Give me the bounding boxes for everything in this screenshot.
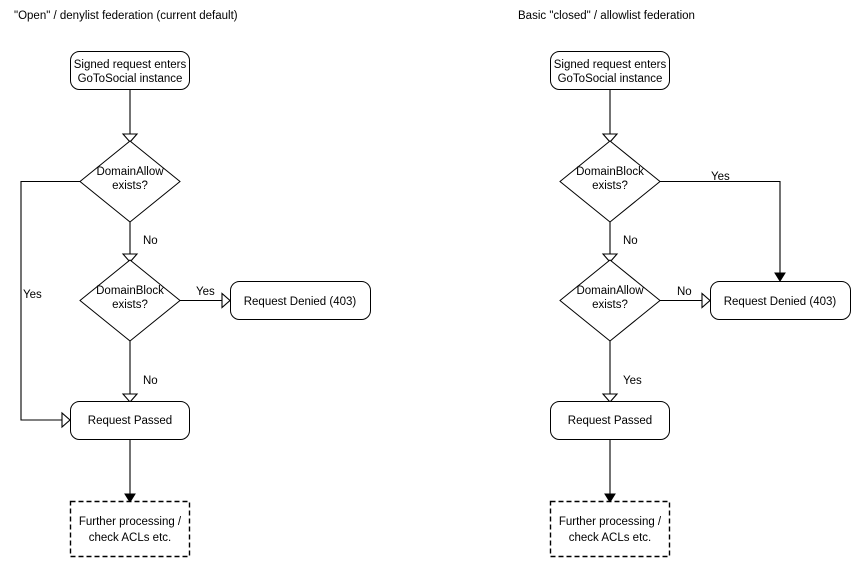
denylist-edge-domainallow-yes: Yes (20, 180, 80, 429)
denylist-request-denied-label: Request Denied (403) (244, 296, 357, 308)
allowlist-further-processing-node[interactable]: Further processing / check ACLs etc. (549, 500, 671, 558)
denylist-domainblock-yes-label: Yes (196, 286, 215, 298)
arrowhead-open-icon (121, 393, 139, 403)
allowlist-edge-domainallow-yes: Yes (601, 341, 642, 403)
denylist-further-processing-node[interactable]: Further processing / check ACLs etc. (69, 500, 191, 558)
allowlist-request-passed-node[interactable]: Request Passed (550, 401, 670, 440)
denylist-further-processing-label-line2: check ACLs etc. (89, 532, 171, 544)
allowlist-diagram-title: Basic "closed" / allowlist federation (518, 10, 695, 22)
denylist-edge-passed-to-further (124, 440, 136, 503)
allowlist-domainallow-label-line2: exists? (592, 299, 628, 311)
denylist-edge-domainblock-no: No (121, 341, 158, 403)
allowlist-domainallow-yes-label: Yes (623, 375, 642, 387)
allowlist-start-node[interactable]: Signed request enters GoToSocial instanc… (550, 51, 670, 90)
allowlist-domainblock-label-line2: exists? (592, 180, 628, 192)
denylist-start-label-line2: GoToSocial instance (78, 73, 183, 85)
allowlist-domainblock-no-label: No (623, 235, 638, 247)
allowlist-request-passed-label: Request Passed (568, 415, 652, 427)
arrowhead-open-icon (121, 253, 139, 263)
denylist-edge-domainallow-no: No (121, 222, 158, 263)
denylist-request-passed-shape (70, 401, 190, 440)
arrowhead-open-icon (61, 411, 71, 429)
allowlist-edge-start-to-domainblock (601, 89, 619, 143)
denylist-further-processing-shape (69, 500, 191, 558)
allowlist-decision-domainallow[interactable]: DomainAllow exists? (559, 259, 661, 342)
allowlist-start-label-line2: GoToSocial instance (558, 73, 663, 85)
arrowhead-filled-icon (774, 272, 786, 282)
allowlist-domainallow-no-label: No (677, 286, 692, 298)
allowlist-request-denied-label: Request Denied (403) (724, 296, 837, 308)
denylist-request-passed-node[interactable]: Request Passed (70, 401, 190, 440)
allowlist-domainblock-yes-label: Yes (711, 171, 730, 183)
denylist-edge-domainblock-yes: Yes (180, 286, 231, 309)
denylist-further-processing-label-line1: Further processing / (79, 516, 182, 528)
denylist-start-label-line1: Signed request enters (74, 59, 187, 71)
denylist-request-denied-shape (230, 281, 371, 320)
allowlist-domainallow-label-line1: DomainAllow (576, 285, 644, 297)
denylist-domainallow-label-line2: exists? (112, 180, 148, 192)
arrowhead-open-icon (121, 133, 139, 143)
allowlist-request-denied-node[interactable]: Request Denied (403) (710, 281, 851, 320)
arrowhead-filled-icon (604, 493, 616, 503)
allowlist-edge-domainallow-no: No (660, 286, 711, 309)
denylist-start-node[interactable]: Signed request enters GoToSocial instanc… (70, 51, 190, 90)
allowlist-domainblock-label-line1: DomainBlock (576, 166, 644, 178)
diagram-allowlist: Basic "closed" / allowlist federation Si… (518, 10, 851, 558)
denylist-decision-domainblock[interactable]: DomainBlock exists? (79, 259, 181, 342)
denylist-domainblock-no-label: No (143, 375, 158, 387)
arrowhead-open-icon (601, 253, 619, 263)
allowlist-edge-passed-to-further (604, 440, 616, 503)
allowlist-start-label-line1: Signed request enters (554, 59, 667, 71)
denylist-decision-domainallow[interactable]: DomainAllow exists? (79, 140, 181, 223)
allowlist-further-processing-label-line1: Further processing / (559, 516, 662, 528)
allowlist-edge-domainblock-yes: Yes (660, 171, 786, 282)
denylist-request-denied-node[interactable]: Request Denied (403) (230, 281, 371, 320)
denylist-request-passed-label: Request Passed (88, 415, 172, 427)
arrowhead-open-icon (601, 393, 619, 403)
arrowhead-open-icon (701, 292, 711, 309)
allowlist-request-passed-shape (550, 401, 670, 440)
arrowhead-open-icon (221, 292, 231, 309)
denylist-diagram-title: "Open" / denylist federation (current de… (14, 10, 238, 22)
denylist-domainallow-label-line1: DomainAllow (96, 166, 164, 178)
arrowhead-open-icon (601, 133, 619, 143)
allowlist-further-processing-label-line2: check ACLs etc. (569, 532, 651, 544)
denylist-domainblock-label-line1: DomainBlock (96, 285, 164, 297)
denylist-domainblock-label-line2: exists? (112, 299, 148, 311)
denylist-edge-start-to-domainallow (121, 89, 139, 143)
diagram-denylist: "Open" / denylist federation (current de… (14, 10, 371, 558)
allowlist-edge-domainblock-no: No (601, 222, 638, 263)
allowlist-further-processing-shape (549, 500, 671, 558)
denylist-domainallow-yes-label: Yes (23, 289, 42, 301)
denylist-domainallow-no-label: No (143, 235, 158, 247)
arrowhead-filled-icon (124, 493, 136, 503)
allowlist-decision-domainblock[interactable]: DomainBlock exists? (559, 140, 661, 223)
